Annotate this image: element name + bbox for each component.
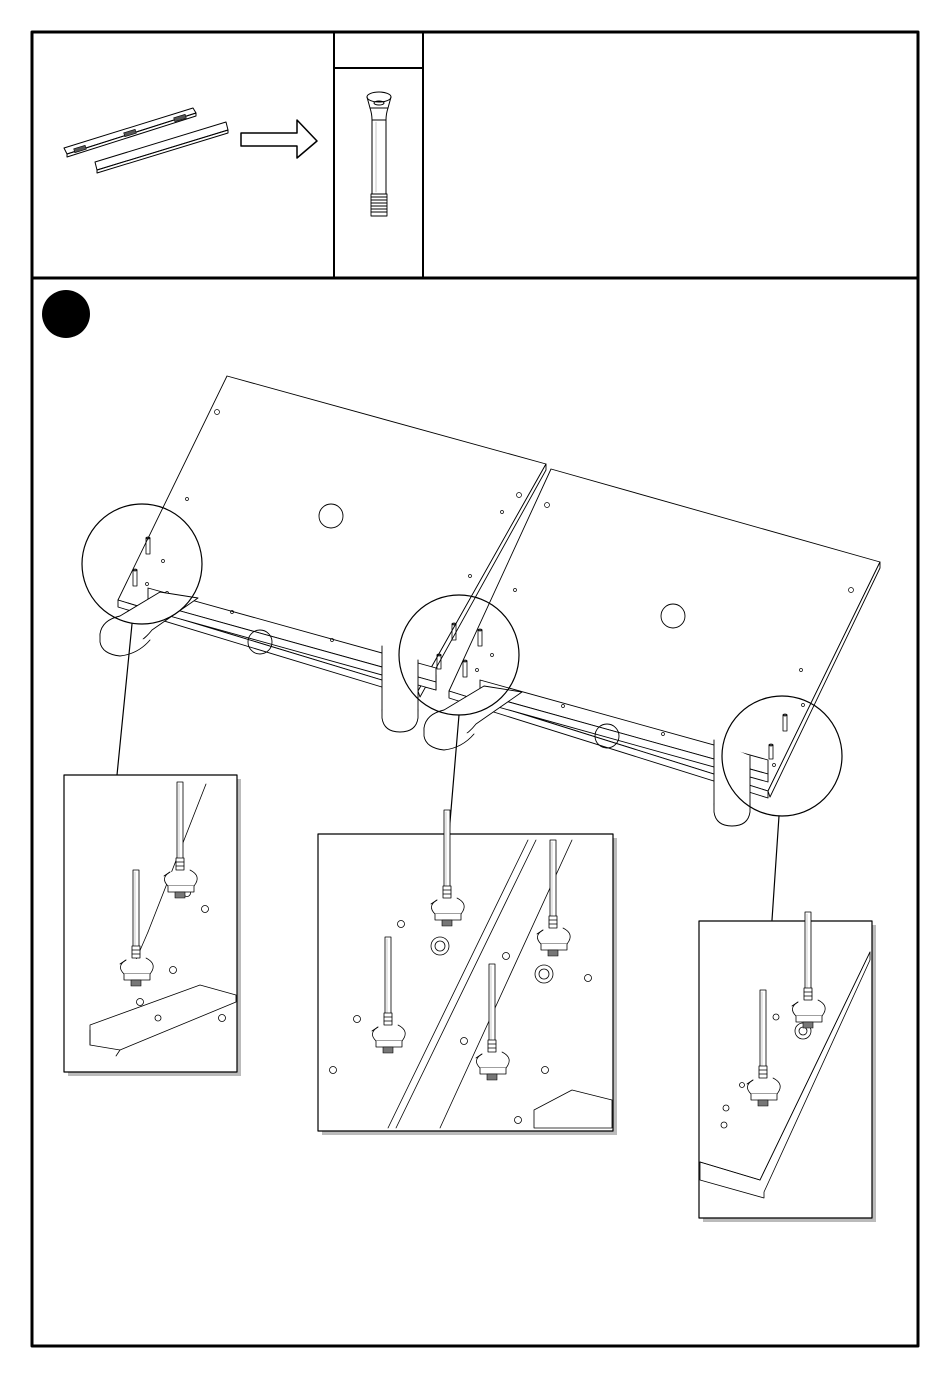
parts-panel bbox=[64, 32, 423, 278]
detail-view-left bbox=[64, 775, 241, 1076]
detail-view-right bbox=[699, 912, 876, 1222]
bracket-rail-icon bbox=[64, 108, 228, 173]
bolt-thread bbox=[371, 194, 387, 216]
detail-view-center bbox=[318, 810, 617, 1135]
callout-leader bbox=[772, 816, 779, 920]
step-badge-icon bbox=[42, 290, 90, 338]
bolt-icon bbox=[367, 92, 391, 216]
right-arrow-icon bbox=[241, 120, 317, 158]
